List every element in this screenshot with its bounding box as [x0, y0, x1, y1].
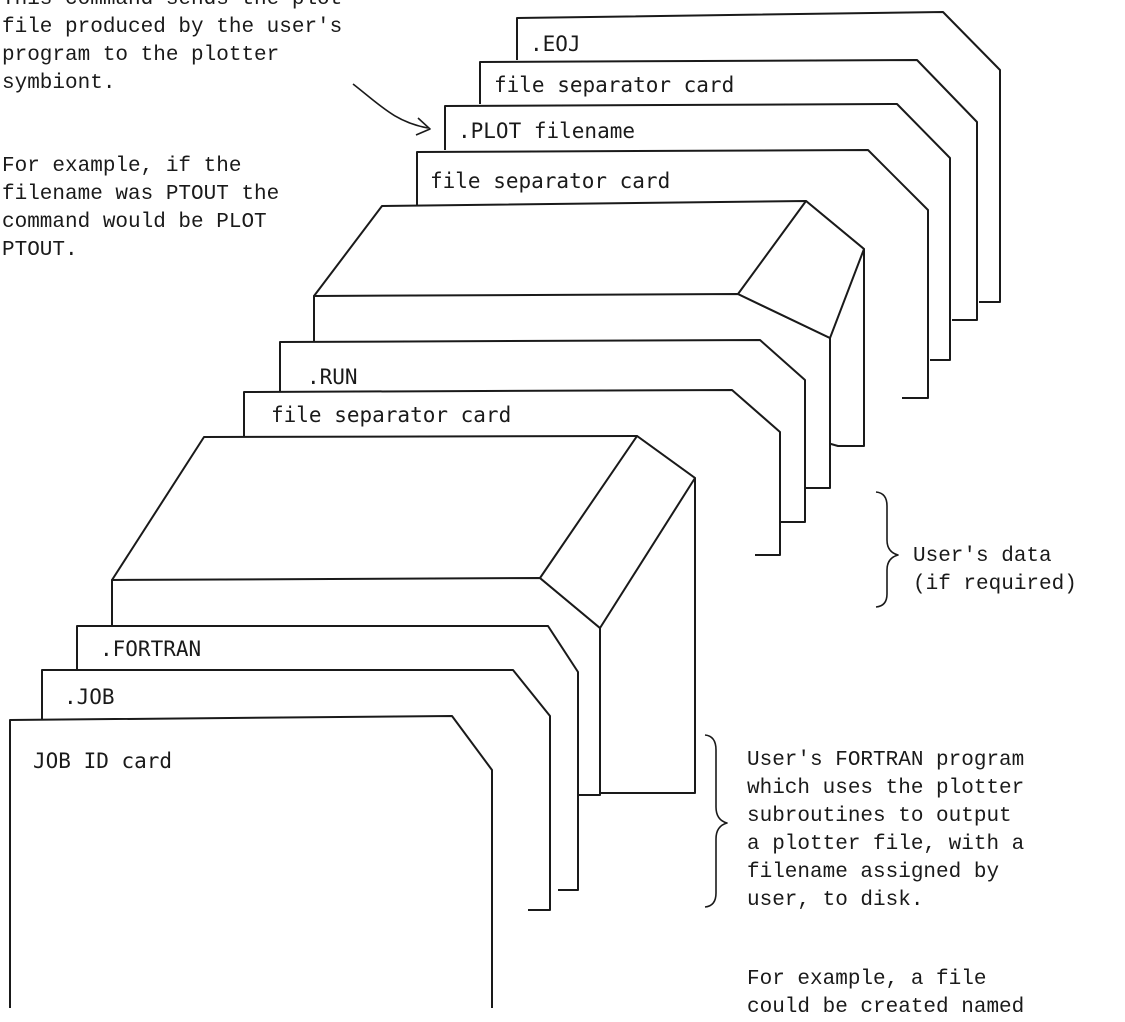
card-file-separator-2-label: file separator card: [430, 169, 670, 193]
pointer-arrow: [353, 84, 430, 135]
card-job-label: .JOB: [64, 685, 115, 709]
card-job-id: JOB ID card: [10, 716, 492, 1008]
note-fortran-example: For example, a file could be created nam…: [747, 966, 1024, 1022]
card-eoj-label: .EOJ: [530, 32, 581, 56]
card-job-id-label: JOB ID card: [33, 749, 172, 773]
note-plot-example: For example, if the filename was PTOUT t…: [2, 153, 279, 265]
card-file-separator-3-label: file separator card: [494, 73, 734, 97]
brace-users-data: [876, 492, 898, 607]
note-plot-command: This command sends the plot file produce…: [2, 0, 342, 98]
card-file-separator-1-label: file separator card: [271, 403, 511, 427]
card-run-label: .RUN: [307, 365, 358, 389]
note-users-data: User's data (if required): [913, 543, 1077, 599]
card-plot-label: .PLOT filename: [458, 119, 635, 143]
brace-fortran-program: [705, 735, 727, 907]
card-fortran-label: .FORTRAN: [100, 637, 201, 661]
note-fortran-program: User's FORTRAN program which uses the pl…: [747, 747, 1024, 915]
